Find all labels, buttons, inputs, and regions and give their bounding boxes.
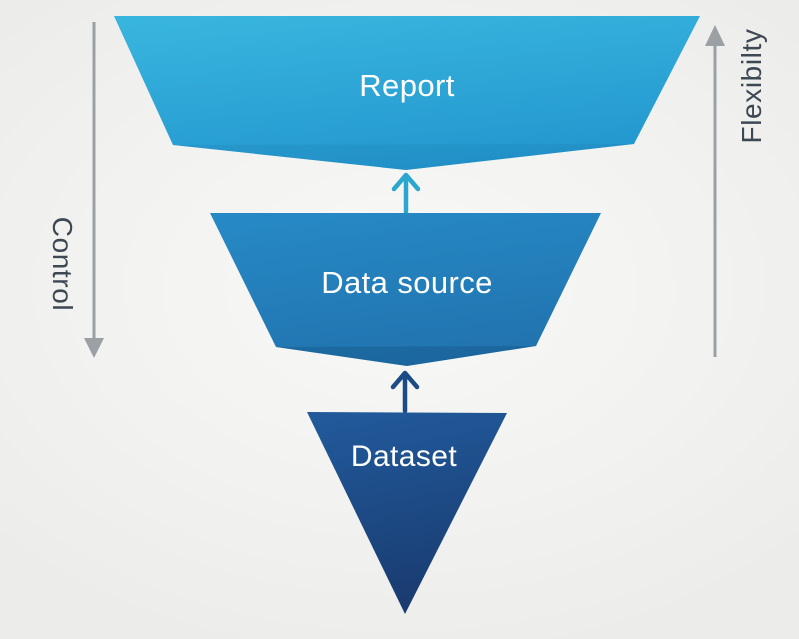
data-source-layer [210, 213, 601, 366]
data-source-shape-shade [276, 346, 536, 366]
arrow-down-icon [84, 338, 104, 358]
control-axis [84, 22, 104, 358]
dataset-shape [307, 412, 507, 614]
flexibility-axis [705, 25, 725, 357]
arrow-up-icon [705, 25, 725, 46]
report-shape [114, 16, 700, 170]
flexibility-axis-label: Flexibilty [736, 28, 767, 144]
report-shape-shade [173, 144, 634, 170]
data-source-layer-label: Data source [321, 265, 493, 300]
arrow-up-icon [391, 172, 421, 215]
arrow-up-icon [390, 370, 420, 414]
data-source-shape [210, 213, 601, 366]
control-axis-label: Control [47, 216, 78, 312]
report-layer [114, 16, 700, 170]
dataset-layer-label: Dataset [350, 440, 458, 473]
report-layer-label: Report [359, 68, 455, 103]
